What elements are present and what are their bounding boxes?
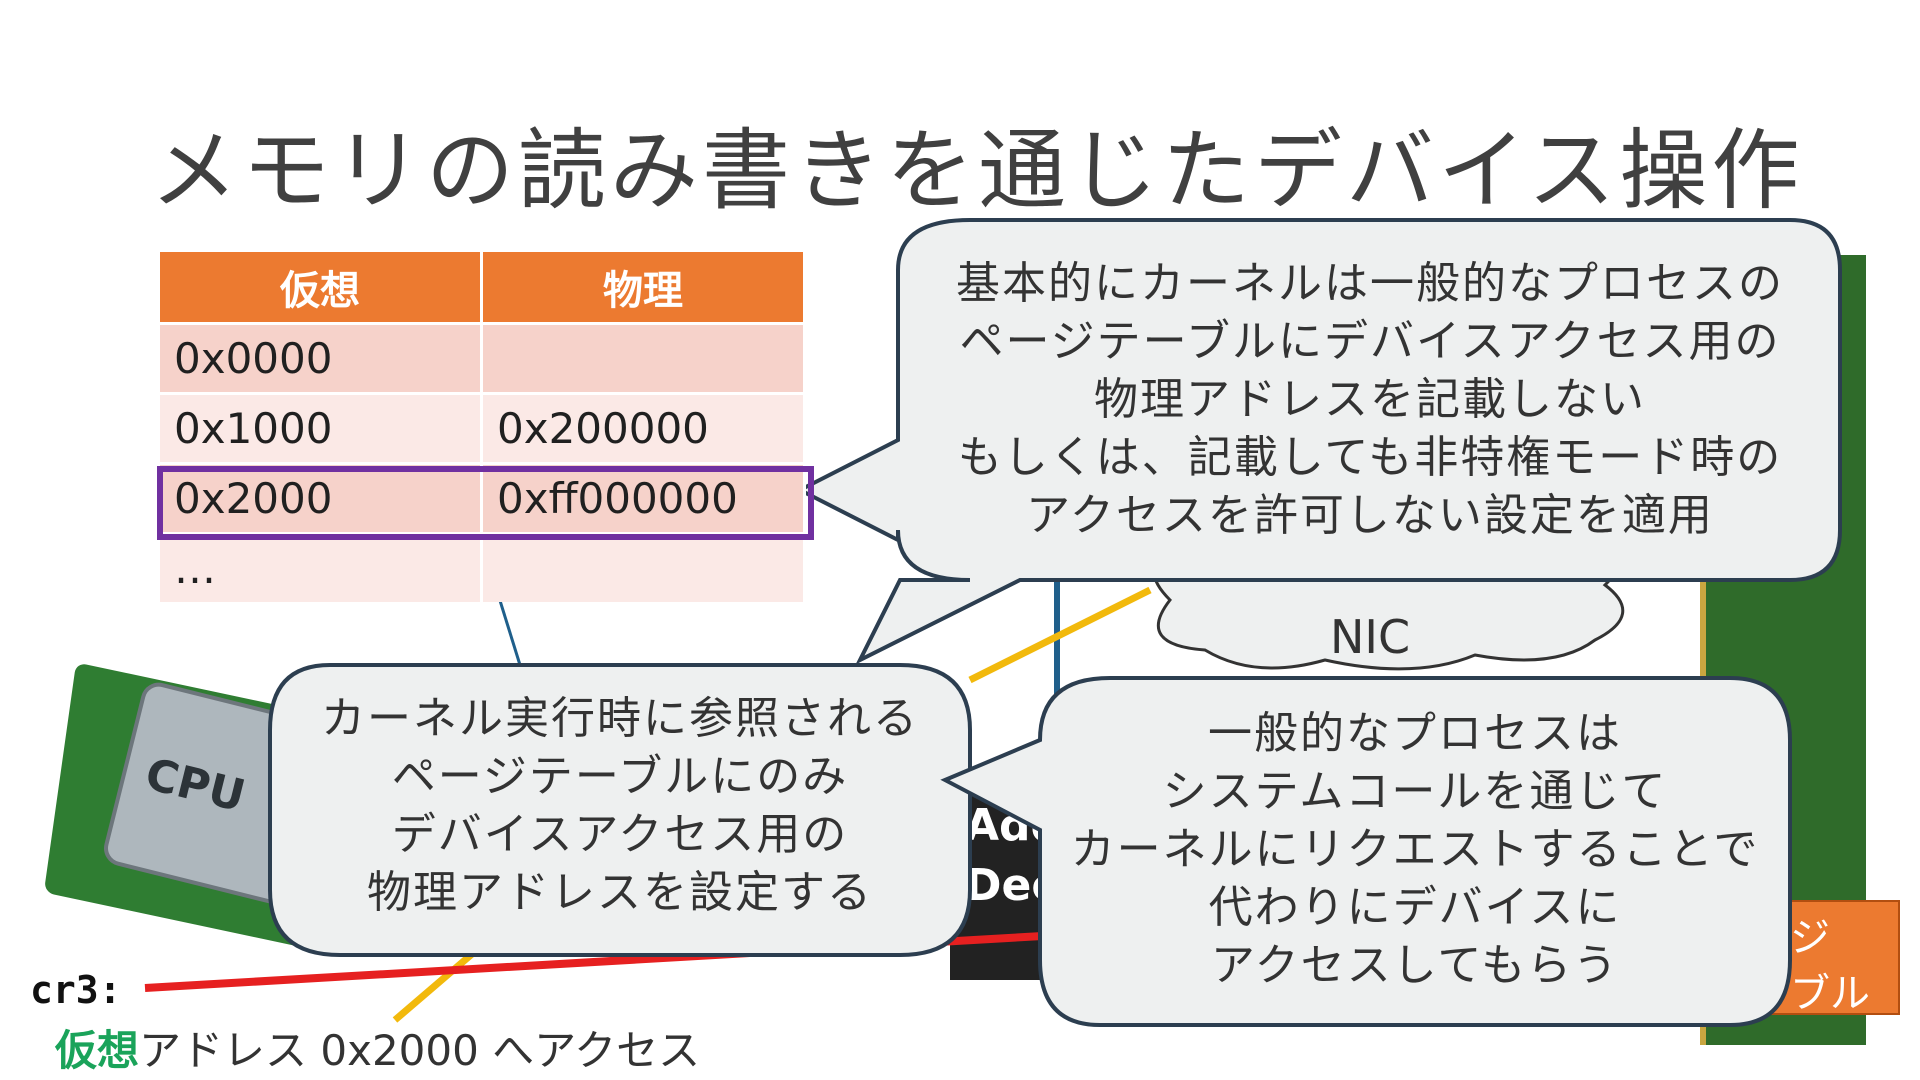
callout-line: カーネルにリクエストすることで [1070, 824, 1760, 875]
callout-line: アクセスを許可しない設定を適用 [1026, 490, 1714, 541]
callout-line: 物理アドレスを設定する [367, 867, 873, 918]
header-virtual: 仮想 [160, 252, 483, 322]
cr3-register-label: cr3: [30, 968, 122, 1012]
orange-box-text: ジ ブル [1790, 915, 1870, 1017]
cell-physical [483, 532, 806, 602]
callout-line: アクセスしてもらう [1210, 940, 1620, 991]
callout-line: デバイスアクセス用の [391, 809, 849, 860]
page-table: 仮想 物理 0x0000 0x1000 0x200000 0x2000 0xff… [160, 252, 806, 602]
callout-line: 物理アドレスを記載しない [1094, 374, 1646, 425]
cell-physical [483, 322, 806, 392]
cell-physical: 0xff000000 [483, 462, 806, 532]
callout-line: もしくは、記載しても非特権モード時の [957, 432, 1783, 483]
callout-line: 一般的なプロセスは [1208, 708, 1622, 759]
callout-bottom-left: カーネル実行時に参照される ページテーブルにのみ デバイスアクセス用の 物理アド… [275, 690, 965, 922]
caption-rest: アドレス 0x2000 へアクセス [139, 1026, 701, 1075]
yellow-line-top [968, 586, 1152, 684]
callout-top-right: 基本的にカーネルは一般的なプロセスの ページテーブルにデバイスアクセス用の 物理… [905, 255, 1835, 545]
access-caption: 仮想アドレス 0x2000 へアクセス [55, 1017, 700, 1078]
callout-line: カーネル実行時に参照される [321, 693, 919, 744]
cell-physical: 0x200000 [483, 392, 806, 462]
cell-virtual: … [160, 532, 483, 602]
caption-virtual-word: 仮想 [55, 1026, 140, 1075]
table-row: 0x0000 [160, 322, 806, 392]
row-highlight-frame [157, 466, 814, 540]
cell-virtual: 0x0000 [160, 322, 483, 392]
callout-bottom-right-shape [940, 676, 1792, 1027]
callout-bottom-right: 一般的なプロセスは システムコールを通じて カーネルにリクエストすることで 代わ… [1045, 705, 1785, 995]
callout-top-right-shape [795, 218, 1842, 665]
slide-title: メモリの読み書きを通じたデバイス操作 [150, 119, 1804, 222]
header-physical: 物理 [483, 252, 806, 322]
callout-bottom-left-shape [268, 663, 972, 957]
callout-line: ページテーブルにデバイスアクセス用の [959, 316, 1781, 367]
callout-line: ページテーブルにのみ [391, 751, 849, 802]
table-row: … [160, 532, 806, 602]
table-row: 0x1000 0x200000 [160, 392, 806, 462]
callout-line: 代わりにデバイスに [1208, 882, 1622, 933]
table-row-highlighted: 0x2000 0xff000000 [160, 462, 806, 532]
cloud-nic-label: NIC [1330, 610, 1411, 664]
cell-virtual: 0x2000 [160, 462, 483, 532]
callout-line: システムコールを通じて [1162, 766, 1668, 817]
page-table-header-row: 仮想 物理 [160, 252, 806, 322]
callout-line: 基本的にカーネルは一般的なプロセスの [956, 258, 1784, 309]
cell-virtual: 0x1000 [160, 392, 483, 462]
